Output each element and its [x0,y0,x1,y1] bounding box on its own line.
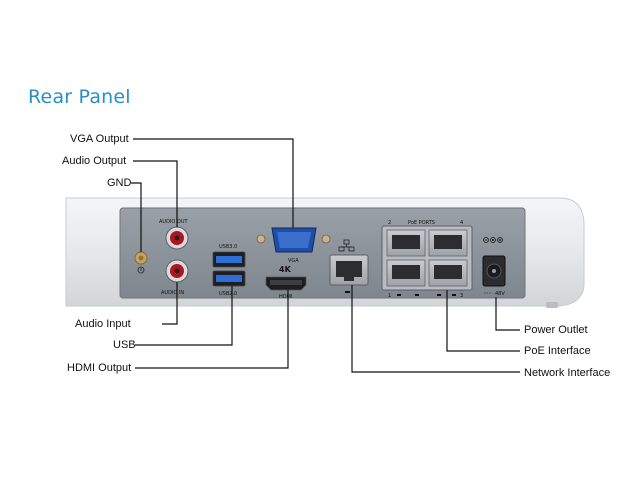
network-symbol-icon [338,239,355,252]
network-port-icon [329,254,369,286]
usb2-print: USB2.0 [219,291,237,297]
leader-network-interface [351,285,520,373]
polarity-symbol-icon [483,237,503,243]
port-2-print: 2 [388,220,391,226]
res-4k-print: 4K [279,265,292,274]
leader-hdmi-output [135,290,289,369]
label-hdmi-output: HDMI Output [67,362,132,374]
leader-usb [135,286,233,346]
leader-lines [131,138,520,373]
network-led [345,291,350,293]
port-1-print: 1 [388,293,391,299]
poe-ports-block-icon [381,225,473,291]
dc-voltage-print: 48V [495,291,505,297]
leader-audio-input [162,282,178,325]
label-audio-output: Audio Output [62,155,127,167]
poe-ports-print: PoE PORTS [408,220,435,226]
leader-power-outlet [495,297,520,331]
usb2-port-icon [212,270,246,287]
leader-vga-output [133,138,294,228]
port-4-print: 4 [460,220,463,226]
leader-gnd [131,182,142,252]
audio-out-print: AUDIO OUT [159,219,189,225]
label-power-outlet: Power Outlet [524,324,588,336]
vga-print: VGA [288,258,299,264]
audio-out-jack-icon [165,226,189,250]
hdmi-print: HDMI [279,294,292,300]
leader-poe-interface [446,290,520,352]
chassis-foot [546,302,558,308]
label-usb: USB [113,339,136,351]
audio-in-print: AUDIO IN [161,290,184,296]
vga-port-icon [256,227,331,253]
label-vga-output: VGA Output [70,133,129,145]
label-audio-input: Audio Input [75,318,131,330]
port-3-print: 3 [460,293,463,299]
leader-audio-output [133,160,178,227]
power-jack-icon [482,255,506,287]
label-network-interface: Network Interface [524,367,611,379]
label-poe-interface: PoE Interface [524,345,591,357]
label-gnd: GND [107,177,132,189]
hdmi-port-icon [265,276,307,291]
usb3-print: USB3.0 [219,244,237,250]
audio-in-jack-icon [165,259,189,283]
page-title: Rear Panel [28,86,131,108]
poe-led-icons [397,294,456,296]
usb3-port-icon [212,251,246,268]
